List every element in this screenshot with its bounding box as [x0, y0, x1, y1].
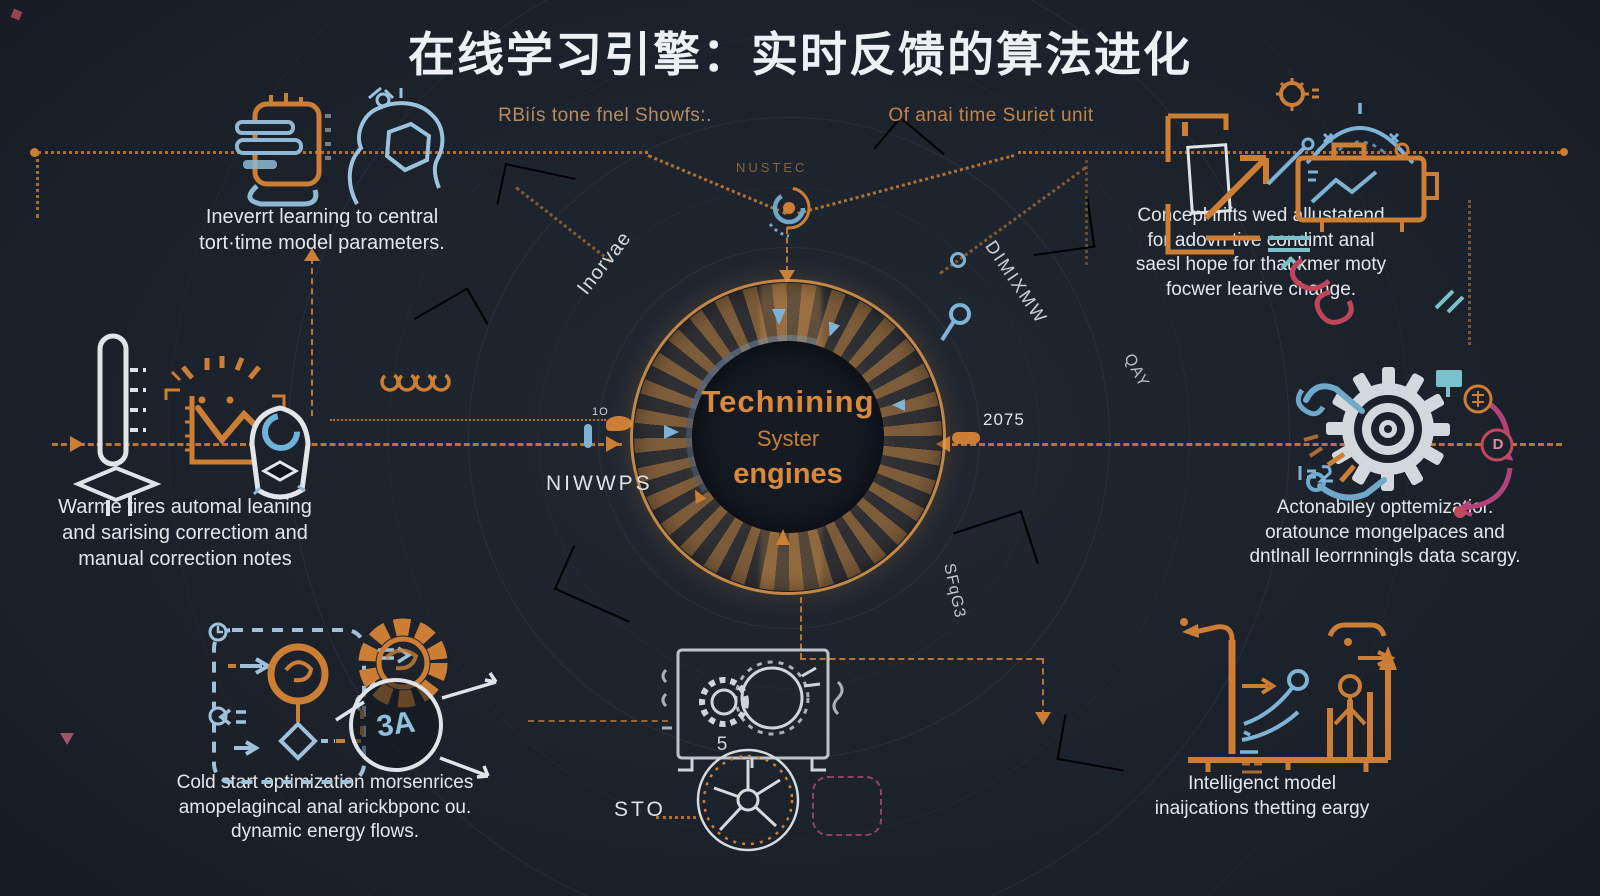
- decor-mark: [1056, 714, 1132, 772]
- red-squiggle-icon: [1289, 257, 1354, 325]
- compass-icon: [696, 748, 800, 852]
- chain-links-icon: [380, 372, 451, 392]
- dashed-connector: [1042, 658, 1044, 716]
- bar-chart-icon: [1180, 618, 1397, 774]
- label-qay: QAY: [1120, 351, 1153, 391]
- label-nustec: NUSTEC: [736, 160, 808, 175]
- decor-capsule: [952, 432, 980, 444]
- padlock-icon: [249, 405, 311, 500]
- camera-box-icon: [1295, 142, 1439, 232]
- decor-mark: [584, 424, 592, 448]
- dotted-connector: [330, 419, 606, 421]
- text-block-mid-left: Warme tires automal leaning and sarising…: [58, 496, 312, 570]
- clipboard-icon: [235, 93, 331, 207]
- decor-mark: [60, 733, 74, 745]
- decor-mark: [953, 510, 1039, 586]
- flowchart-icon: [208, 622, 413, 784]
- decor-teardrop: [606, 416, 632, 431]
- arrow-right-icon: [606, 436, 620, 452]
- arrow-down-icon: [1035, 712, 1051, 725]
- text-block-bottom-left: Cold start optimization morsenrices amop…: [176, 772, 474, 843]
- decor-mark: [496, 162, 576, 220]
- page-title: 在线学习引擎：实时反馈的算法进化: [408, 28, 1192, 83]
- decor-mark: [413, 287, 489, 355]
- label-inorvae: Inorvae: [573, 227, 636, 300]
- hub-title-line2: Syster: [756, 425, 820, 451]
- label-2075: 2075: [983, 410, 1025, 429]
- label-sto: STO: [614, 798, 666, 821]
- node-pin-icon: [940, 303, 971, 342]
- gearbox-icon: [661, 648, 844, 772]
- teal-slash-icon: [1434, 289, 1465, 314]
- text-block-mid-right: Actonabiley opttemizatior. oratounce mon…: [1249, 497, 1521, 568]
- swirl-target-icon: [767, 186, 811, 238]
- compare-glyph-icon: [1298, 465, 1333, 483]
- dotted-connector: [1468, 200, 1471, 345]
- gear-3a-icon: [335, 618, 498, 779]
- decor-circle: [950, 252, 966, 268]
- decor-dot: [30, 148, 39, 157]
- hub-title-line3: engines: [733, 457, 843, 490]
- label-dimix: DIMIXMW: [981, 236, 1052, 328]
- top-right-caption: Of anai time Suriet unit: [888, 105, 1094, 126]
- text-block-top-left: Ineverrt learning to central tort·time m…: [199, 206, 445, 254]
- central-hub: Technining Syster engines: [630, 279, 946, 595]
- big-gear-icon: [1295, 367, 1514, 518]
- hub-core: Technining Syster engines: [692, 341, 884, 533]
- gear-badge-icon: [1276, 78, 1319, 111]
- hub-title-line1: Technining: [701, 383, 875, 419]
- dashed-pink-frame: [812, 776, 882, 836]
- label-1o: 1O: [592, 406, 609, 418]
- dashed-connector: [528, 720, 668, 722]
- decor-mark: [1026, 195, 1096, 257]
- top-left-caption: RBiís tone fnel Showfs:.: [498, 105, 712, 126]
- dotted-connector: [36, 152, 39, 218]
- hub-outer-ring: [630, 279, 946, 595]
- text-block-bottom-right: Intelligenct model inaijcations thetting…: [1154, 773, 1370, 819]
- dotted-connector: [1085, 160, 1088, 265]
- dotted-connector: [797, 154, 1015, 215]
- thermometer-icon: [72, 333, 162, 516]
- dotted-connector: [515, 186, 612, 263]
- brain-head-icon: [347, 86, 445, 205]
- decor-dot: [1560, 148, 1568, 156]
